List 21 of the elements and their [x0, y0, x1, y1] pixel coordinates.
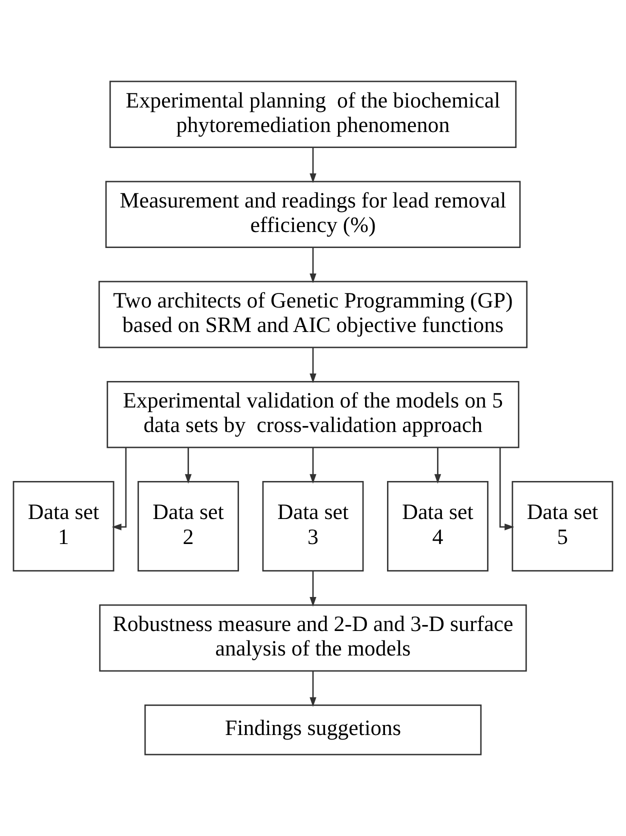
node-box: Experimental validation of the models on 5 data sets by cross-validation approach [106, 381, 520, 448]
node-box: Data set 5 [512, 481, 614, 572]
arrow [310, 671, 316, 707]
arrow [112, 448, 127, 530]
arrow [184, 447, 192, 484]
node-box: Experimental planning of the biochemical phytoremediation phenomenon [109, 80, 517, 148]
arrow [310, 148, 316, 183]
arrow [434, 447, 442, 484]
node-box: Findings suggetions [144, 704, 482, 756]
node-box: Data set 1 [12, 481, 114, 572]
arrow [310, 571, 316, 607]
node-box: Two architects of Genetic Programming (GP) based on SRM and AIC objective functions [98, 280, 528, 348]
arrow [310, 248, 316, 284]
arrow [499, 448, 514, 530]
node-box: Robustness measure and 2-D and 3-D surface analysis of the models [99, 604, 527, 672]
node-box: Measurement and readings for lead removal efficiency (%) [105, 180, 521, 248]
arrow [310, 447, 316, 484]
arrow [310, 348, 316, 384]
node-box: Data set 4 [387, 481, 488, 572]
node-box: Data set 2 [138, 481, 239, 572]
node-box: Data set 3 [262, 481, 364, 572]
